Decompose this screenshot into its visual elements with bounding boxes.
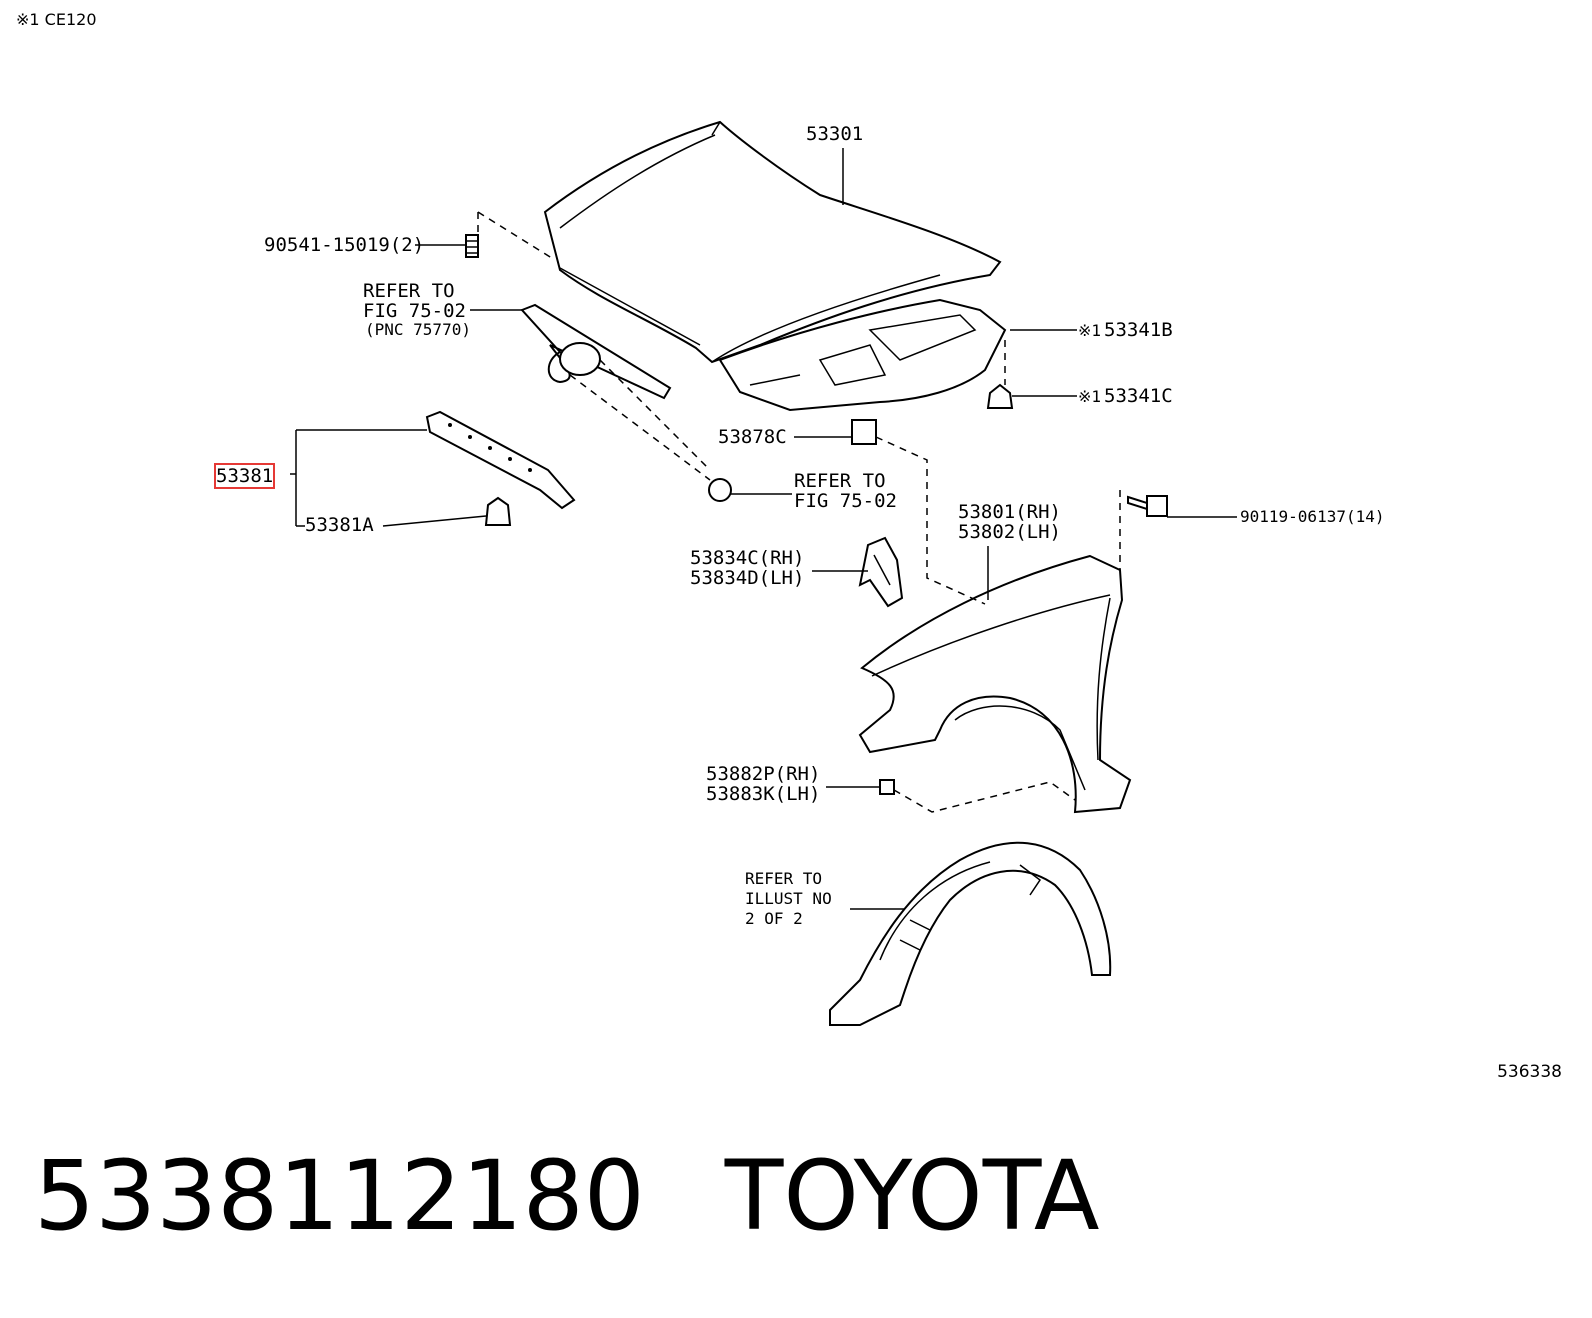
label-refer-clip-1: REFER TO: [794, 470, 886, 492]
bumper-cushion-part[interactable]: [465, 234, 479, 258]
label-bumper-cushion: 90541-15019(2): [264, 234, 424, 256]
illustration-number: 536338: [1497, 1062, 1562, 1082]
label-fender-lh: 53802(LH): [958, 521, 1061, 543]
label-fender-clip: 53878C: [718, 426, 787, 448]
header-note: ※1 CE120: [16, 10, 97, 29]
fender-part[interactable]: [858, 554, 1132, 814]
hood-seal-part[interactable]: [425, 410, 576, 510]
label-refer-grille-2: FIG 75-02: [363, 300, 466, 322]
fender-protector-part[interactable]: [858, 536, 904, 608]
label-insulator-clip-note: ※1: [1078, 387, 1101, 406]
label-fender-rh: 53801(RH): [958, 501, 1061, 523]
seal-clip-part[interactable]: [484, 496, 512, 526]
label-protector-lh: 53834D(LH): [690, 567, 804, 589]
fender-clip-part[interactable]: [851, 419, 877, 445]
label-seal-clip: 53381A: [305, 514, 374, 536]
label-protector-rh: 53834C(RH): [690, 547, 804, 569]
grille-clip-part[interactable]: [708, 478, 732, 502]
bolt-part[interactable]: [1127, 495, 1168, 517]
footer-part-number: 5338112180: [34, 1140, 645, 1252]
label-hood-seal: 53381: [216, 465, 273, 487]
seal-pad-part[interactable]: [879, 779, 895, 795]
parts-diagram: 53301 90541-15019(2) REFER TO FIG 75-02 …: [214, 120, 1385, 1026]
highlight-box: [214, 463, 275, 489]
label-refer-liner-2: ILLUST NO: [745, 889, 832, 908]
grille-moulding-part[interactable]: [520, 303, 672, 400]
label-hood-insulator: 53341B: [1104, 319, 1173, 341]
label-seal-pad-lh: 53883K(LH): [706, 783, 820, 805]
label-refer-grille-1: REFER TO: [363, 280, 455, 302]
hood-inner-panel[interactable]: [718, 298, 1007, 412]
hood-part[interactable]: [543, 120, 1002, 364]
label-refer-liner-3: 2 OF 2: [745, 909, 803, 928]
label-hood: 53301: [806, 123, 863, 145]
insulator-clip-part[interactable]: [986, 383, 1014, 409]
label-bolt: 90119-06137(14): [1240, 507, 1385, 526]
label-refer-clip-2: FIG 75-02: [794, 490, 897, 512]
label-insulator-clip: 53341C: [1104, 385, 1173, 407]
label-refer-liner-1: REFER TO: [745, 869, 822, 888]
footer-brand: TOYOTA: [724, 1140, 1100, 1252]
label-seal-pad-rh: 53882P(RH): [706, 763, 820, 785]
label-refer-grille-3: (PNC 75770): [365, 320, 471, 339]
label-hood-insulator-note: ※1: [1078, 321, 1101, 340]
fender-liner-part[interactable]: [829, 841, 1112, 1026]
